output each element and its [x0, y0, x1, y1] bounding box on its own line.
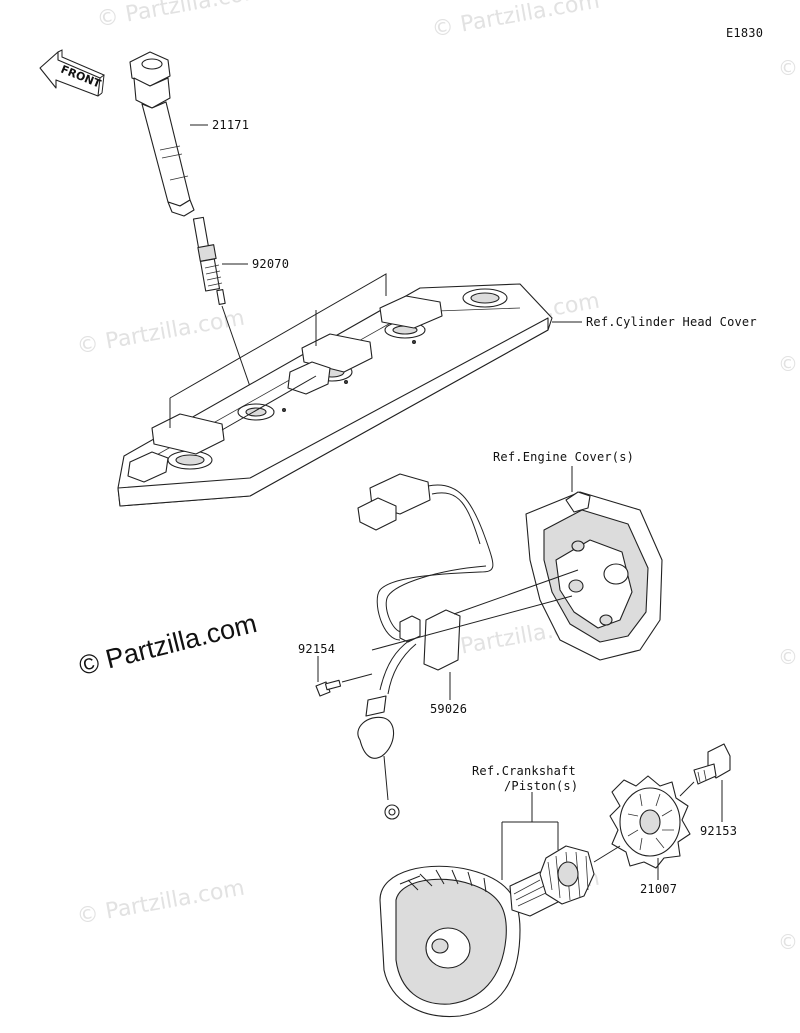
diagram-code: E1830	[726, 26, 764, 40]
leader-line	[169, 273, 387, 399]
leader-line	[341, 673, 373, 683]
crankshaft-gear	[539, 845, 595, 905]
watermark-symbol: ©	[778, 930, 798, 954]
leader-line	[221, 305, 255, 399]
front-arrow-icon: FRONT	[39, 49, 105, 97]
leader-line	[453, 569, 579, 615]
leader-line	[679, 781, 695, 797]
ref-engine-cover: Ref.Engine Cover(s)	[493, 450, 635, 464]
ref-crankshaft: Ref.Crankshaft	[472, 764, 576, 778]
bolt-92154	[315, 679, 342, 697]
part-label-21007[interactable]: 21007	[640, 882, 678, 896]
part-label-92153[interactable]: 92153	[700, 824, 738, 838]
ref-cylinder-head-cover: Ref.Cylinder Head Cover	[586, 315, 757, 329]
leader-line	[221, 375, 317, 431]
cylinder-head-cover	[117, 283, 553, 507]
engine-cover	[525, 491, 663, 661]
crankshaft	[379, 865, 563, 1018]
ignition-coil	[129, 51, 195, 217]
leader-line	[371, 595, 573, 651]
leader-line	[593, 845, 621, 863]
watermark-symbol: ©	[778, 56, 798, 80]
part-label-92070[interactable]: 92070	[252, 257, 290, 271]
watermark-symbol: ©	[778, 352, 798, 376]
part-label-21171[interactable]: 21171	[212, 118, 250, 132]
spark-plug	[192, 216, 226, 305]
part-label-59026[interactable]: 59026	[430, 702, 468, 716]
crankshaft-sensor-harness	[357, 473, 494, 820]
ref-piston: /Piston(s)	[504, 779, 579, 793]
watermark-symbol: ©	[778, 645, 798, 669]
bolt-92153	[693, 743, 731, 785]
timing-rotor	[609, 775, 691, 869]
part-label-92154[interactable]: 92154	[298, 642, 336, 656]
